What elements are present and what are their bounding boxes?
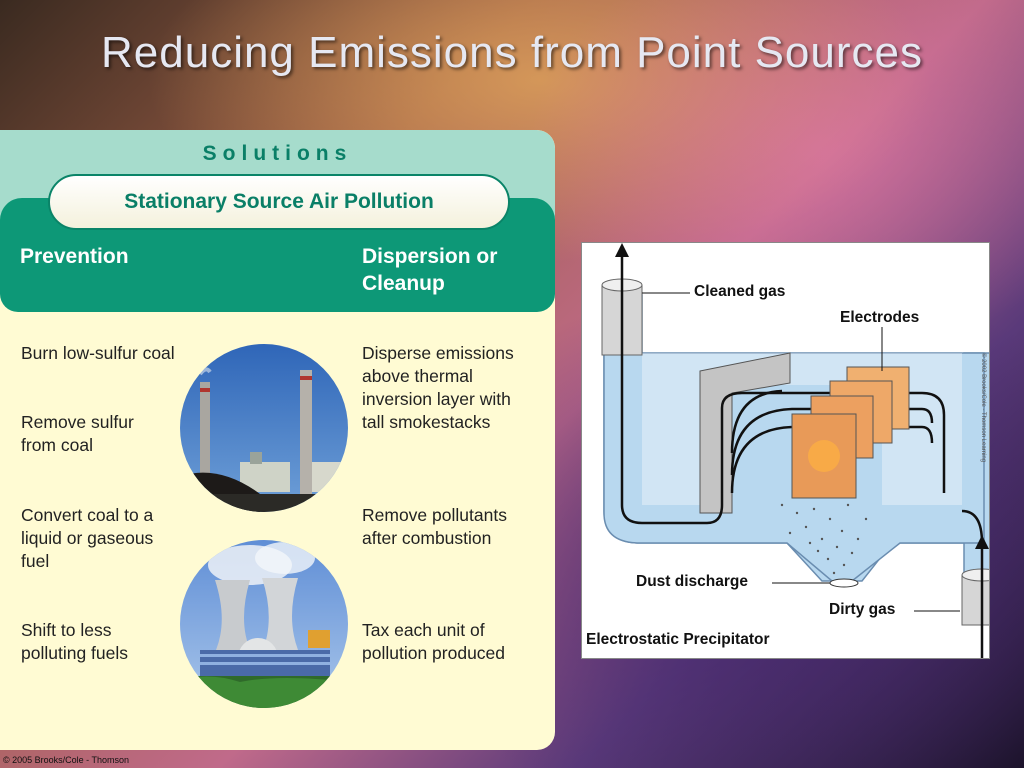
pill-label: Stationary Source Air Pollution xyxy=(124,190,434,213)
item-line: liquid or gaseous xyxy=(21,528,154,548)
electrodes-label: Electrodes xyxy=(840,309,920,326)
cooling-towers-photo xyxy=(180,540,348,708)
item-line: polluting fuels xyxy=(21,643,129,663)
cleanup-item: Disperse emissions above thermal inversi… xyxy=(362,342,514,434)
item-line: Tax each unit of xyxy=(362,620,485,640)
diagram-caption: Electrostatic Precipitator xyxy=(586,631,770,648)
smokestacks-photo xyxy=(180,344,348,512)
stationary-source-pill: Stationary Source Air Pollution xyxy=(48,174,510,230)
dust-discharge-label: Dust discharge xyxy=(636,573,748,590)
cleanup-heading-line1: Dispersion or xyxy=(362,245,498,268)
cleanup-item: Tax each unit of pollution produced xyxy=(362,619,505,665)
slide-title: Reducing Emissions from Point Sources xyxy=(101,28,923,77)
cleanup-item: Remove pollutants after combustion xyxy=(362,504,507,550)
item-line: tall smokestacks xyxy=(362,412,491,432)
item-line: Convert coal to a xyxy=(21,505,154,525)
item-line: Remove sulfur xyxy=(21,412,134,432)
item-line: pollution produced xyxy=(362,643,506,663)
item-line: Remove pollutants xyxy=(362,505,507,525)
prevention-item: Convert coal to a liquid or gaseous fuel xyxy=(21,504,153,573)
prevention-heading: Prevention xyxy=(20,245,129,268)
prevention-item: Remove sulfur from coal xyxy=(21,411,134,457)
item-line: from coal xyxy=(21,435,93,455)
dust-particles xyxy=(780,503,868,575)
solutions-panel: Solutions Stationary Source Air Pollutio… xyxy=(0,130,555,750)
electrostatic-precipitator-diagram: Cleaned gas Electrodes Dust discharge Di… xyxy=(581,242,990,659)
prevention-item: Burn low-sulfur coal xyxy=(21,342,175,365)
item-line: Disperse emissions xyxy=(362,343,514,363)
item-line: above thermal xyxy=(362,366,473,386)
diagram-side-credit: © 2002 Brooks/Cole - Thomson Learning xyxy=(980,353,986,463)
copyright-note: © 2005 Brooks/Cole - Thomson xyxy=(3,755,130,765)
prevention-item: Shift to less polluting fuels xyxy=(21,619,128,665)
precipitator-drawing xyxy=(601,243,989,658)
item-line: Shift to less xyxy=(21,620,112,640)
item-line: inversion layer with xyxy=(362,389,511,409)
dirty-gas-label: Dirty gas xyxy=(829,601,896,618)
item-line: after combustion xyxy=(362,528,492,548)
cleaned-gas-label: Cleaned gas xyxy=(694,283,786,300)
solutions-header: Solutions xyxy=(202,142,353,165)
item-line: fuel xyxy=(21,551,50,571)
cleanup-heading-line2: Cleanup xyxy=(362,272,445,295)
cleanup-heading: Dispersion or Cleanup xyxy=(362,243,497,297)
item-line: Burn low-sulfur coal xyxy=(21,343,175,363)
